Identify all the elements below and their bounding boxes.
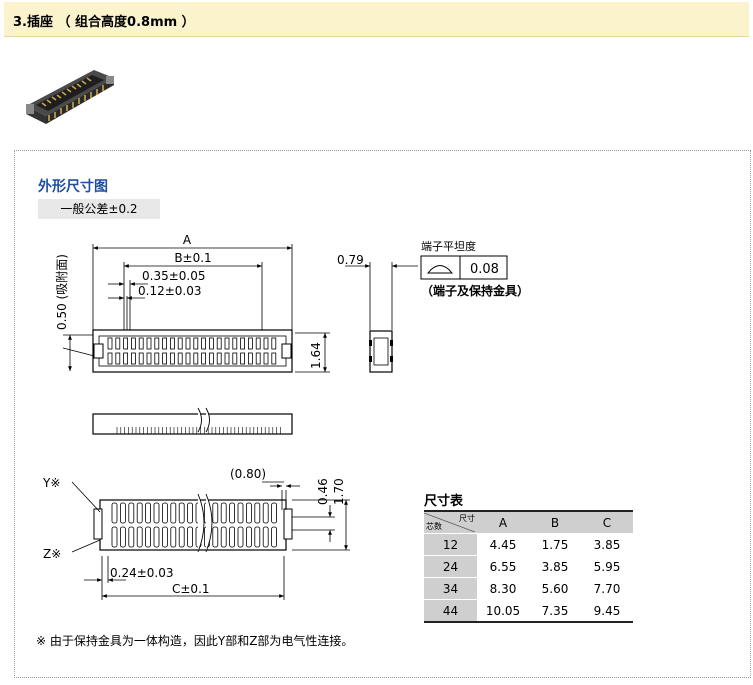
table-cell: 3.85 xyxy=(529,555,581,578)
section-title: 3.插座 （ 组合高度0.8mm ） xyxy=(13,15,195,30)
corner-top-label: 尺寸 xyxy=(459,514,475,523)
column-header: C xyxy=(581,510,633,534)
table-row: 34 8.30 5.60 7.70 xyxy=(424,577,633,600)
column-header: A xyxy=(477,510,529,534)
footnote: ※ 由于保持金具为一体构造，因此Y部和Z部为电气性连接。 xyxy=(36,634,354,648)
cores-cell: 24 xyxy=(424,555,477,578)
table-cell: 1.75 xyxy=(529,533,581,556)
table-row: 12 4.45 1.75 3.85 xyxy=(424,533,633,556)
table-cell: 10.05 xyxy=(477,599,529,623)
corner-bottom-label: 芯数 xyxy=(426,522,442,531)
size-table-header: 尺寸 芯数 A B C xyxy=(424,510,633,534)
size-table: 尺寸 芯数 A B C 12 4.45 1.75 3.85 24 6.55 3.… xyxy=(424,510,633,623)
table-row: 44 10.05 7.35 9.45 xyxy=(424,599,633,623)
cores-cell: 34 xyxy=(424,577,477,600)
table-cell: 8.30 xyxy=(477,577,529,600)
table-cell: 9.45 xyxy=(581,599,633,623)
tolerance-label: 一般公差±0.2 xyxy=(38,199,160,219)
cores-cell: 44 xyxy=(424,599,477,623)
size-table-title: 尺寸表 xyxy=(424,494,464,509)
connector-product-image xyxy=(26,70,114,124)
section-header: 3.插座 （ 组合高度0.8mm ） xyxy=(4,2,749,37)
table-cell: 6.55 xyxy=(477,555,529,578)
table-corner: 尺寸 芯数 xyxy=(424,510,477,534)
table-cell: 3.85 xyxy=(581,533,633,556)
table-cell: 4.45 xyxy=(477,533,529,556)
table-cell: 7.70 xyxy=(581,577,633,600)
dimension-panel: 外形尺寸图 一般公差±0.2 xyxy=(14,150,751,678)
column-header: B xyxy=(529,510,581,534)
table-cell: 5.60 xyxy=(529,577,581,600)
table-row: 24 6.55 3.85 5.95 xyxy=(424,555,633,578)
cores-cell: 12 xyxy=(424,533,477,556)
table-cell: 7.35 xyxy=(529,599,581,623)
table-cell: 5.95 xyxy=(581,555,633,578)
drawing-title: 外形尺寸图 xyxy=(38,179,108,195)
